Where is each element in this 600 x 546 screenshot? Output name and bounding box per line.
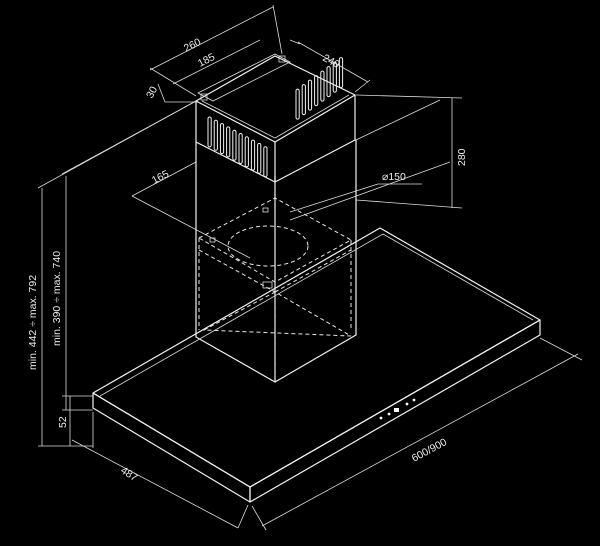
dim-chimney-depth: 260 [182, 36, 203, 55]
vent-slot [213, 119, 218, 151]
dim-chimney-width-inner: 185 [196, 51, 217, 70]
hidden-structure [197, 197, 353, 376]
vent-slot [232, 129, 237, 161]
dim-chimney-offset: 30 [144, 84, 160, 100]
dim-total-height-1: min. 442 ÷ max. 792 [27, 275, 39, 370]
dim-chimney-width: 240 [321, 52, 342, 71]
dim-canopy-depth: 487 [118, 464, 139, 484]
vent-slot [314, 75, 319, 107]
vent-slot [295, 88, 300, 120]
dim-duct-diameter: ⌀150 [382, 171, 406, 183]
vent-slot [219, 123, 225, 155]
vent-slot [332, 61, 337, 93]
dim-duct-offset: 165 [150, 168, 171, 187]
vent-slot [226, 126, 231, 158]
vent-slot [207, 116, 212, 148]
dim-total-height-2: min. 390 ÷ max. 740 [51, 251, 63, 346]
dim-canopy-width: 600/900 [410, 436, 449, 464]
dimension-lines [37, 4, 583, 531]
control-panel [379, 398, 416, 420]
vent-slot [326, 66, 331, 98]
chimney-upper [195, 53, 356, 183]
vent-slot [338, 57, 344, 89]
canopy [92, 227, 541, 503]
vent-slot [238, 133, 243, 164]
dim-chimney-height: 280 [456, 148, 468, 166]
vent-slot [320, 70, 325, 102]
vent-slot [244, 136, 249, 168]
vent-slot [307, 79, 313, 111]
chimney-vents [207, 57, 344, 178]
vent-slot [250, 139, 256, 171]
vent-slot [301, 84, 306, 116]
dim-canopy-thickness: 52 [57, 416, 69, 428]
vent-slot [263, 146, 268, 178]
vent-slot [257, 142, 262, 174]
